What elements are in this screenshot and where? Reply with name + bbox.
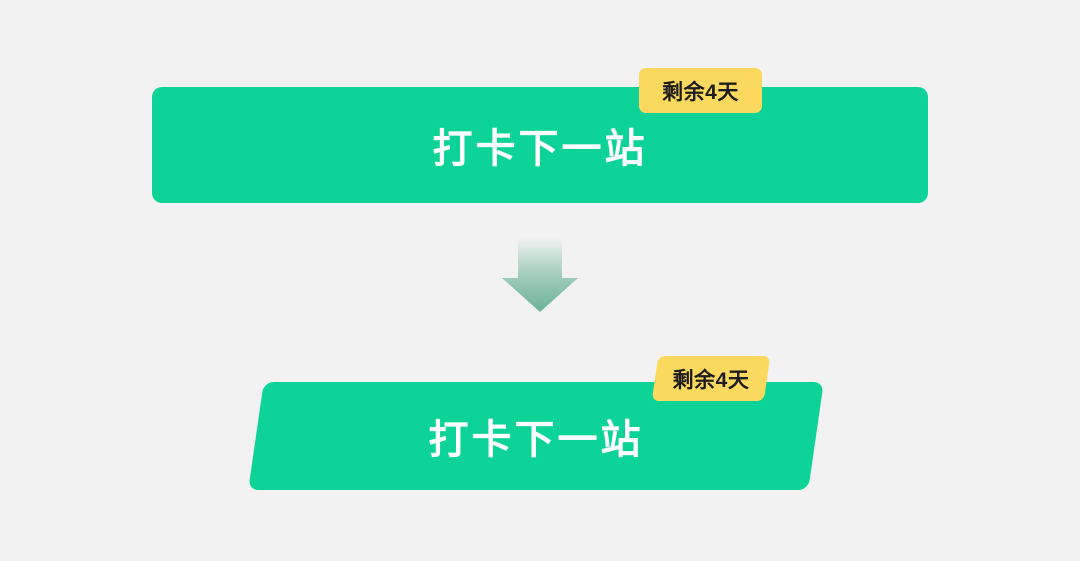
down-arrow-path: [502, 238, 578, 312]
down-arrow-icon: [502, 238, 578, 312]
countdown-badge-skewed: [651, 356, 771, 401]
countdown-badge-rectangular: [639, 68, 762, 113]
cta-button-rectangular[interactable]: [152, 87, 928, 203]
